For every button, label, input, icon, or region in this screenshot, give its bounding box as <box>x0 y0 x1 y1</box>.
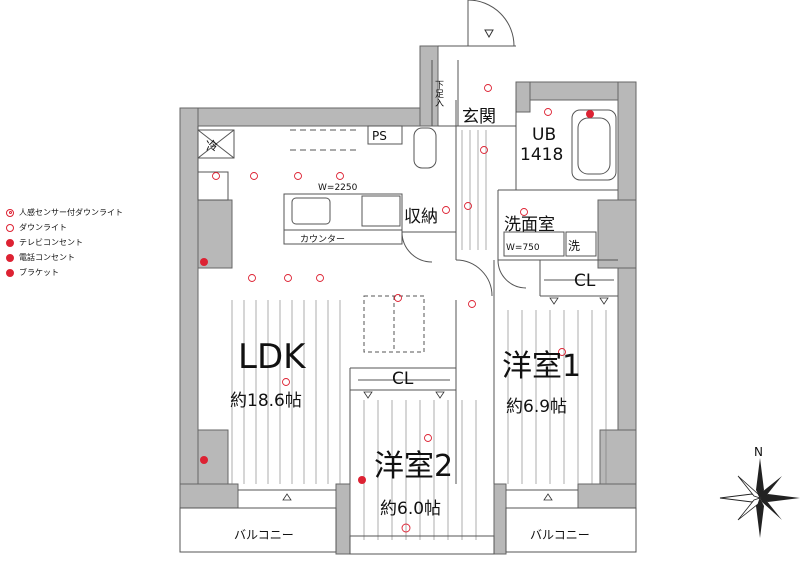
entrance-label: 玄関 <box>462 107 496 127</box>
washer-label: 洗 <box>568 239 580 253</box>
legend-label: ダウンライト <box>19 223 67 232</box>
ldk-label: LDK <box>238 337 307 377</box>
western1-label: 洋室1 <box>502 349 581 384</box>
balconies <box>179 489 637 555</box>
western1-area-label: 約6.9帖 <box>506 397 567 417</box>
legend-item-sensor-downlight: 人感センサー付ダウンライト <box>6 205 123 220</box>
bath-label: UB <box>532 125 556 145</box>
phone-outlet-icon <box>6 253 14 262</box>
legend-item-bracket: ブラケット <box>6 265 123 280</box>
legend: 人感センサー付ダウンライト ダウンライト テレビコンセント 電話コンセント ブラ… <box>6 205 123 280</box>
closet-1-label: CL <box>574 271 596 291</box>
legend-item-phone-outlet: 電話コンセント <box>6 250 123 265</box>
bathroom <box>413 109 617 257</box>
ps-label: PS <box>372 129 387 143</box>
storage-label: 収納 <box>404 207 438 227</box>
closets <box>358 279 614 399</box>
legend-label: 人感センサー付ダウンライト <box>19 208 123 217</box>
downlight-icon <box>6 223 14 232</box>
legend-label: 電話コンセント <box>19 253 75 262</box>
legend-item-tv-outlet: テレビコンセント <box>6 235 123 250</box>
sensor-downlight-icon <box>6 208 14 217</box>
shoe-box-label: 下足入 <box>433 80 444 107</box>
kitchen-width-label: W=2250 <box>318 183 358 193</box>
closet-2-label: CL <box>392 369 414 389</box>
refrigerator-label: 冷 <box>206 139 218 153</box>
legend-item-downlight: ダウンライト <box>6 220 123 235</box>
floor-hatching <box>231 130 607 540</box>
tv-outlet-icon <box>6 238 14 247</box>
wash-width-label: W=750 <box>506 243 540 253</box>
ldk-area-label: 約18.6帖 <box>230 391 302 411</box>
compass-north-label: N <box>754 445 763 459</box>
bath-size-label: 1418 <box>520 145 563 165</box>
counter-label: カウンター <box>300 234 345 245</box>
kitchen <box>197 125 403 245</box>
compass: N <box>719 445 800 538</box>
outer-walls <box>179 45 637 555</box>
fixture-labels: PS 冷 カウンター W=2250 W=750 洗 CL CL <box>206 129 596 389</box>
bracket-light-icon <box>6 268 14 277</box>
washroom-label: 洗面室 <box>504 215 555 235</box>
balcony-left-label: バルコニー <box>234 528 294 542</box>
room-labels: LDK 約18.6帖 洋室1 約6.9帖 洋室2 約6.0帖 玄関 収納 洗面室… <box>230 80 590 542</box>
entrance-door <box>438 0 516 47</box>
western2-label: 洋室2 <box>374 449 453 484</box>
balcony-right-label: バルコニー <box>530 528 590 542</box>
western2-area-label: 約6.0帖 <box>380 499 441 519</box>
dining-table <box>363 295 425 353</box>
legend-label: テレビコンセント <box>19 238 83 247</box>
legend-label: ブラケット <box>19 268 59 277</box>
light-fixtures <box>200 84 594 533</box>
